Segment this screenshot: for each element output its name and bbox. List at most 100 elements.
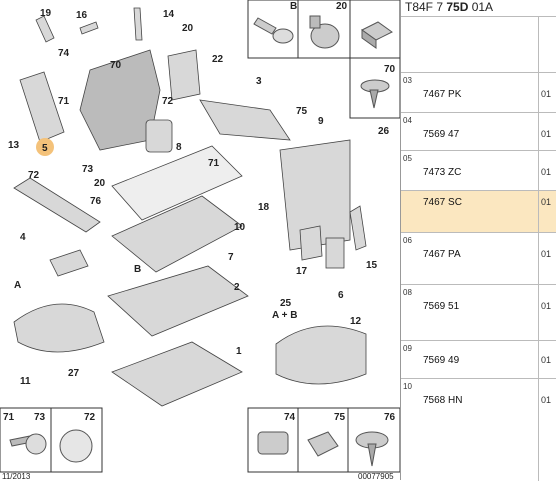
inset-label-75: 75 <box>334 412 346 423</box>
part-27-storage-box <box>111 341 243 407</box>
inset-label-73: 73 <box>34 412 46 423</box>
inset-label-71: 71 <box>3 412 15 423</box>
parts-row[interactable]: 04 7569 47 01 <box>401 112 556 151</box>
row-index: 05 <box>403 154 412 163</box>
callout-9: 9 <box>318 116 324 127</box>
inset-label-72: 72 <box>84 412 96 423</box>
callout-22: 22 <box>212 54 224 65</box>
callout-12: 12 <box>350 316 362 327</box>
part-15-hook <box>349 205 367 251</box>
fastener-icon <box>307 431 339 457</box>
callout-b: B <box>134 264 141 275</box>
part-number: 7467 SC <box>423 197 462 208</box>
title-bold: 75D <box>446 0 469 14</box>
callout-7: 7 <box>228 252 234 263</box>
clip-icon <box>257 431 289 455</box>
part-12-tray <box>275 325 367 385</box>
callout-70: 70 <box>110 60 122 71</box>
callout-74: 74 <box>58 48 70 59</box>
screw-head-icon <box>25 433 47 455</box>
plug-cap-icon <box>309 15 340 49</box>
part-number: 7569 47 <box>423 129 460 140</box>
inset-label-74: 74 <box>284 412 296 423</box>
part-2-floor-panel <box>111 195 243 273</box>
row-index: 08 <box>403 288 412 297</box>
part-10-net <box>111 145 243 221</box>
part-6-filter <box>325 237 345 269</box>
callout-18: 18 <box>258 202 270 213</box>
parts-row[interactable]: 10 7568 HN 01 <box>401 378 556 481</box>
part-number: 7467 PA <box>423 249 461 260</box>
row-index: 10 <box>403 382 412 391</box>
callout-1: 1 <box>236 346 242 357</box>
row-qty: 01 <box>541 249 552 259</box>
inset-bottom-right: 74 75 76 <box>247 407 400 473</box>
callout-27: 27 <box>68 368 80 379</box>
title-suffix: 01A <box>468 0 494 14</box>
callout-17: 17 <box>296 266 308 277</box>
callout-16: 16 <box>76 10 88 21</box>
parts-row[interactable]: 06 7467 PA 01 <box>401 232 556 285</box>
callout-4: 4 <box>20 232 26 243</box>
callout-20: 20 <box>182 23 194 34</box>
row-qty: 01 <box>541 167 552 177</box>
callout-75: 75 <box>296 106 308 117</box>
parts-shapes <box>13 7 367 407</box>
callout-15: 15 <box>366 260 378 271</box>
part-number: 7568 HN <box>423 395 463 406</box>
row-index: 03 <box>403 76 412 85</box>
part-17-strap <box>299 225 323 261</box>
callout-72b: 72 <box>28 170 40 181</box>
callout-labels: 19 16 14 20 74 22 70 71 72 3 13 5 73 75 … <box>8 8 390 387</box>
inset-label-76: 76 <box>384 412 396 423</box>
callout-26: 26 <box>378 126 390 137</box>
part-19-bracket <box>35 15 55 43</box>
callout-11: 11 <box>20 376 31 387</box>
push-clip-icon <box>360 79 390 109</box>
push-pin-stem-icon <box>367 443 377 467</box>
callout-14: 14 <box>163 9 175 20</box>
row-qty: 01 <box>541 301 552 311</box>
callout-19: 19 <box>40 8 52 19</box>
parts-row-selected[interactable]: 7467 SC 01 <box>401 190 556 233</box>
callout-20b: 20 <box>94 178 106 189</box>
date-stamp: 11/2013 <box>2 472 31 480</box>
inset-top: B 20 70 <box>247 0 400 119</box>
exploded-parts-diagram: B 20 70 <box>0 0 400 480</box>
inset-label-70: 70 <box>384 64 396 75</box>
row-index: 06 <box>403 236 412 245</box>
row-qty: 01 <box>541 129 552 139</box>
pad-block-icon <box>361 21 393 49</box>
part-3-shelf <box>199 99 291 141</box>
diagram-ref: 00077905 <box>358 472 394 480</box>
inset-label-20: 20 <box>336 1 348 12</box>
row-qty: 01 <box>541 197 552 207</box>
callout-8: 8 <box>176 142 182 153</box>
screw-icon <box>253 17 294 44</box>
part-8-net-pocket <box>145 119 173 153</box>
callout-72: 72 <box>162 96 174 107</box>
callout-10: 10 <box>234 222 246 233</box>
parts-list-title: T84F 7 75D 01A <box>405 0 493 14</box>
row-index: 04 <box>403 116 412 125</box>
callout-73: 73 <box>82 164 94 175</box>
row-index: 09 <box>403 344 412 353</box>
parts-row[interactable] <box>401 16 556 73</box>
inset-bottom-left: 71 73 72 <box>0 407 103 473</box>
part-13-side-cover <box>19 71 65 143</box>
callout-71: 71 <box>58 96 70 107</box>
callout-a: A <box>14 280 21 291</box>
row-qty: 01 <box>541 355 552 365</box>
part-1-floor-cover <box>107 265 249 337</box>
part-22-panel <box>167 49 201 101</box>
callout-5: 5 <box>42 143 48 154</box>
cap-icon <box>59 429 93 463</box>
row-qty: 01 <box>541 395 552 405</box>
part-11-tray <box>13 303 105 353</box>
